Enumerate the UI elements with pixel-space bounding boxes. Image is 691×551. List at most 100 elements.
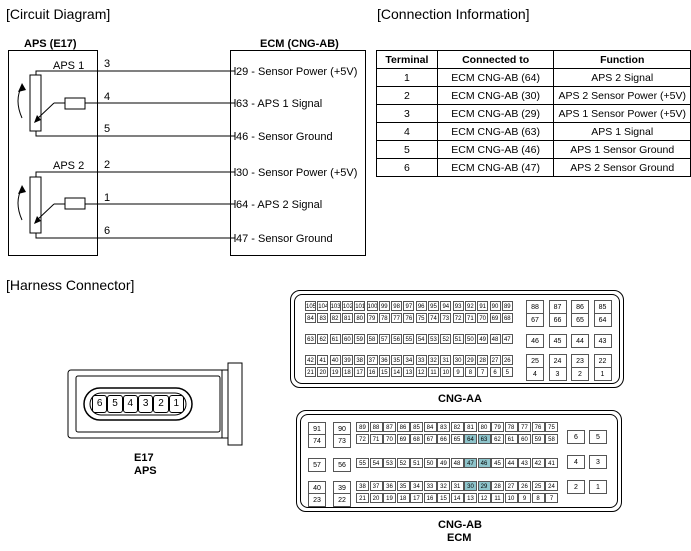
connector-pin: 86 [571,300,589,314]
connector-pin: 20 [317,367,329,377]
connector-pin: 45 [491,458,504,468]
connector-pin: 47 [464,458,477,468]
aps-label: APS [134,465,157,477]
connector-pin: 69 [396,434,410,444]
cell-function: APS 2 Sensor Power (+5V) [553,86,691,105]
ecm-cng-ab-title: ECM (CNG-AB) [260,38,339,50]
connector-pin: 62 [491,434,504,444]
connector-pin: 31 [440,355,452,365]
connector-pin: 76 [531,422,545,432]
connector-pin: 78 [504,422,518,432]
connector-pin: 90 [489,301,501,311]
connector-pin: 35 [391,355,403,365]
circuit-diagram-heading: [Circuit Diagram] [6,6,111,22]
wire-number: 4 [104,91,111,103]
connector-pin: 74 [308,434,326,448]
connector-pin: 7 [545,493,558,503]
connector-pin: 87 [548,300,567,314]
connector-pin: 101 [354,301,366,311]
connector-pin: 34 [403,355,415,365]
wire-number: 6 [104,225,111,237]
connector-pin: 49 [437,458,450,468]
ecm-terminal-label: 47 - Sensor Ground [236,233,333,245]
connector-pin: 18 [396,493,410,503]
wire-number: 1 [104,192,111,204]
cng-aa-inner [294,294,620,384]
cell-connected-to: ECM CNG-AB (63) [436,122,555,141]
ecm-terminal-label: 30 - Sensor Power (+5V) [236,167,358,179]
connector-pin: 57 [378,334,390,344]
connector-pin: 1 [593,367,612,381]
cng-ab-connector [296,410,622,512]
connector-pin: 89 [356,422,369,432]
harness-connector-heading: [Harness Connector] [6,277,135,293]
connector-pin: 26 [501,355,513,365]
connector-pin: 44 [571,334,589,348]
connector-pin: 65 [450,434,464,444]
connector-pin: 38 [354,355,366,365]
connector-pin: 53 [428,334,439,344]
connector-pin: 91 [477,301,489,311]
ecm-terminal-label: 46 - Sensor Ground [236,131,333,143]
wire-number: 2 [104,159,111,171]
cell-terminal: 2 [376,86,438,105]
connector-pin: 91 [308,422,326,436]
connector-pin: 20 [369,493,383,503]
connector-pin: 62 [317,334,329,344]
connector-pin: 5 [589,430,607,444]
connector-pin: 66 [548,313,567,327]
connector-pin: 28 [477,355,489,365]
connector-pin: 8 [464,367,476,377]
connector-pin: 83 [317,313,329,323]
connector-pin: 75 [545,422,558,432]
connector-pin: 16 [423,493,437,503]
connector-pin: 24 [548,354,567,368]
cell-connected-to: ECM CNG-AB (47) [436,158,555,177]
connector-pin: 49 [477,334,489,344]
cell-function: APS 2 Sensor Ground [553,158,691,177]
connector-pin: 6 [489,367,501,377]
cell-connected-to: ECM CNG-AB (64) [436,68,555,87]
connector-pin: 36 [383,481,396,491]
connector-pin: 16 [366,367,378,377]
connector-pin: 33 [423,481,437,491]
connector-pin: 32 [428,355,439,365]
connector-pin: 104 [317,301,329,311]
connector-pin: 92 [464,301,476,311]
connector-pin: 9 [452,367,464,377]
connector-pin: 67 [423,434,437,444]
connector-pin: 30 [452,355,464,365]
connector-pin: 31 [450,481,464,491]
connector-pin: 37 [369,481,383,491]
connector-pin: 64 [464,434,477,444]
connector-pin: 5 [501,367,513,377]
e17-pin-row: 6 5 4 3 2 1 [92,395,184,413]
connector-pin: 22 [333,493,351,507]
connector-pin: 105 [305,301,316,311]
connector-pin: 63 [477,434,491,444]
connector-pin: 64 [593,313,612,327]
connector-pin: 43 [518,458,531,468]
connector-pin: 72 [452,313,464,323]
connector-pin: 57 [308,458,326,472]
connector-pin: 25 [531,481,545,491]
cng-aa-connector [290,290,624,388]
connector-pin: 8 [531,493,545,503]
connector-pin: 70 [383,434,396,444]
connector-pin: 85 [593,300,612,314]
e17-pin: 1 [168,395,184,413]
ecm-terminal-label: 63 - APS 1 Signal [236,98,323,110]
connector-pin: 97 [403,301,415,311]
connector-pin: 58 [545,434,558,444]
connector-pin: 48 [489,334,501,344]
aps1-label: APS 1 [53,60,85,72]
connector-pin: 87 [383,422,396,432]
connector-pin: 2 [567,480,585,494]
connector-pin: 18 [341,367,353,377]
connector-pin: 89 [501,301,513,311]
connector-pin: 86 [396,422,410,432]
connector-pin: 63 [305,334,316,344]
connector-pin: 59 [354,334,366,344]
